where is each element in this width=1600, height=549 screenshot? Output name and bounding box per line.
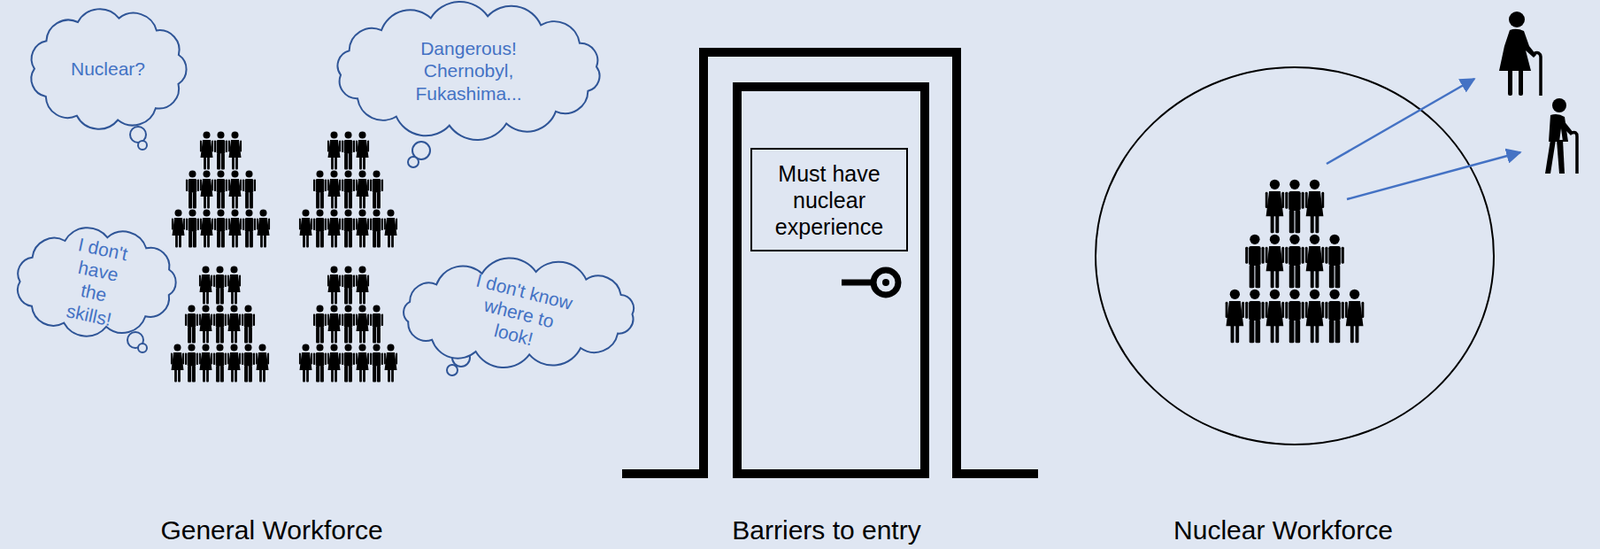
section-label: Nuclear Workforce — [1106, 515, 1461, 546]
section-label: Barriers to entry — [649, 515, 1004, 546]
people-group — [1225, 179, 1365, 344]
thought-text: Dangerous! Chernobyl, Fukashima... — [413, 37, 525, 105]
people-group — [170, 266, 270, 383]
workforce-ellipse — [1095, 67, 1494, 445]
sign-text: Must have nuclear experience — [762, 160, 896, 240]
cloud-outline — [17, 227, 177, 337]
retire-arrow — [1346, 152, 1521, 200]
thought-bubble — [407, 156, 419, 168]
cloud-outline — [403, 258, 634, 368]
door-handle — [841, 279, 875, 286]
people-group — [171, 131, 270, 248]
floor-line — [626, 469, 704, 478]
thought-bubble — [138, 140, 147, 150]
section-label: General Workforce — [94, 515, 449, 546]
cloud-outline — [30, 8, 186, 129]
door-frame — [703, 52, 957, 474]
thought-cloud: I don't know where to look! — [392, 258, 646, 368]
thought-bubble — [446, 364, 458, 376]
people-group — [299, 131, 398, 248]
thought-cloud: Nuclear? — [22, 5, 194, 133]
door — [626, 52, 1034, 474]
door-knob — [873, 269, 899, 295]
thought-cloud: Dangerous! Chernobyl, Fukashima... — [326, 1, 611, 140]
thought-bubble — [138, 343, 147, 353]
thought-text: Nuclear? — [37, 57, 179, 80]
people-group — [299, 266, 398, 383]
cloud-outline — [338, 1, 600, 140]
door-leaf — [737, 86, 925, 474]
elderly-man — [1545, 98, 1577, 174]
floor-line — [956, 469, 1034, 478]
retire-arrow — [1326, 78, 1475, 164]
elderly-woman — [1499, 11, 1541, 96]
door-sign: Must have nuclear experience — [750, 147, 908, 252]
door-knob-dot — [882, 278, 890, 286]
thought-cloud: I don't have the skills! — [7, 224, 185, 339]
